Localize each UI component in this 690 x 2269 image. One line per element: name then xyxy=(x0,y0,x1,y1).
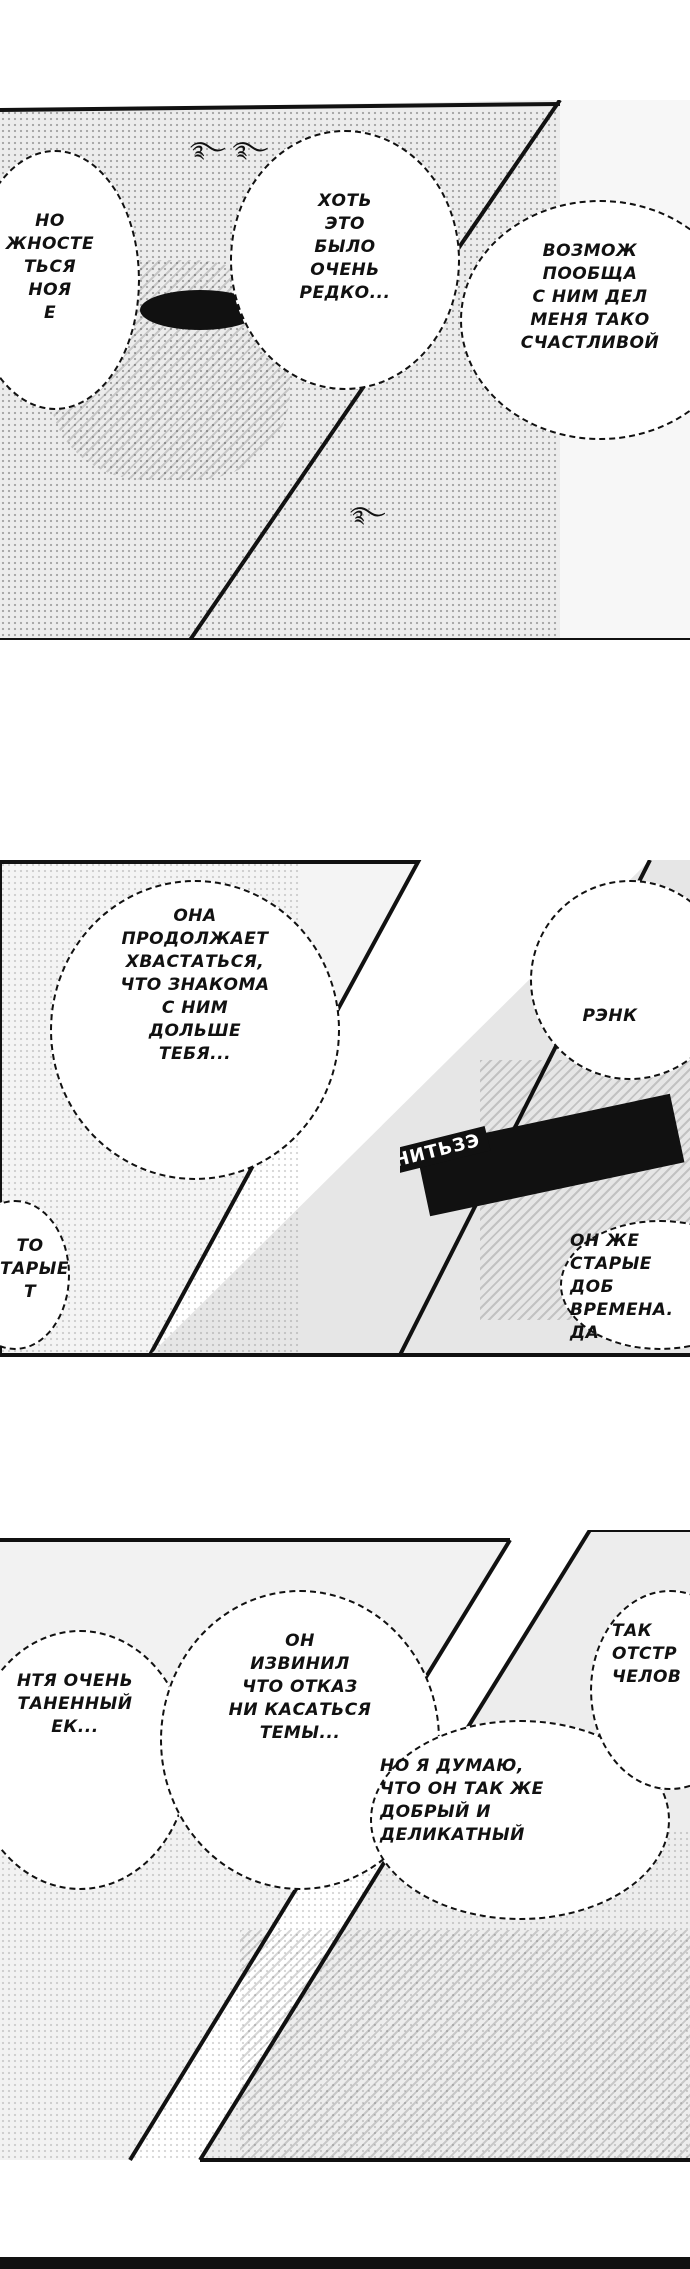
swirl-decor: ࿐ xyxy=(350,503,386,528)
bubble-text-left: ОНА ПРОДОЛЖАЕТ ХВАСТАТЬСЯ, ЧТО ЗНАКОМА С… xyxy=(120,906,270,1064)
swirl-decor: ࿐ ࿐ xyxy=(190,138,269,163)
speech-bubble-top xyxy=(530,880,690,1080)
speech-bubble-left xyxy=(50,880,340,1180)
panel-1: НО ЖНОСТЕ ТЬСЯ НОЯ Е ХОТЬ ЭТО БЫЛО ОЧЕНЬ… xyxy=(0,100,690,640)
speech-bubble-right xyxy=(460,200,690,440)
bubble-text-right: ВОЗМОЖ ПООБЩА С НИМ ДЕЛ МЕНЯ ТАКО СЧАСТЛ… xyxy=(520,241,660,353)
bubble-text-left: НО ЖНОСТЕ ТЬСЯ НОЯ Е xyxy=(5,211,95,323)
bubble-text-bottom: ОН ЖЕ СТАРЫЕ ДОБ ВРЕМЕНА. ДА xyxy=(570,1231,674,1343)
bubble-text-top: РЭНК xyxy=(582,1006,638,1026)
bubble-text-left: НТЯ ОЧЕНЬ ТАНЕННЫЙ ЕК... xyxy=(16,1671,134,1737)
bubble-text-panel5-top: ТАК ОТСТР ЧЕЛОВ xyxy=(612,1621,682,1687)
bubble-text-mid: ОН ИЗВИНИЛ ЧТО ОТКАЗ НИ КАСАТЬСЯ ТЕМЫ... xyxy=(228,1631,372,1743)
page-bottom-bar xyxy=(0,2257,690,2269)
panel-3: РЭНК ВЕБЕНИТЬЗЭ ОН ЖЕ СТАРЫЕ ДОБ ВРЕМЕНА… xyxy=(400,860,690,1355)
bubble-text-left-bottom: ТО ТАРЫЕ Т xyxy=(0,1236,69,1302)
floor-hatching xyxy=(240,1930,690,2160)
panel-4: НТЯ ОЧЕНЬ ТАНЕННЫЙ ЕК... ОН ИЗВИНИЛ ЧТО … xyxy=(0,1530,690,2170)
speech-bubble-mid xyxy=(230,130,460,390)
bubble-text-panel5-mid: НО Я ДУМАЮ, ЧТО ОН ТАК ЖЕ ДОБРЫЙ И ДЕЛИК… xyxy=(380,1756,544,1845)
bubble-text-mid: ХОТЬ ЭТО БЫЛО ОЧЕНЬ РЕДКО... xyxy=(299,191,391,303)
speech-bubble-left xyxy=(0,1630,190,1890)
